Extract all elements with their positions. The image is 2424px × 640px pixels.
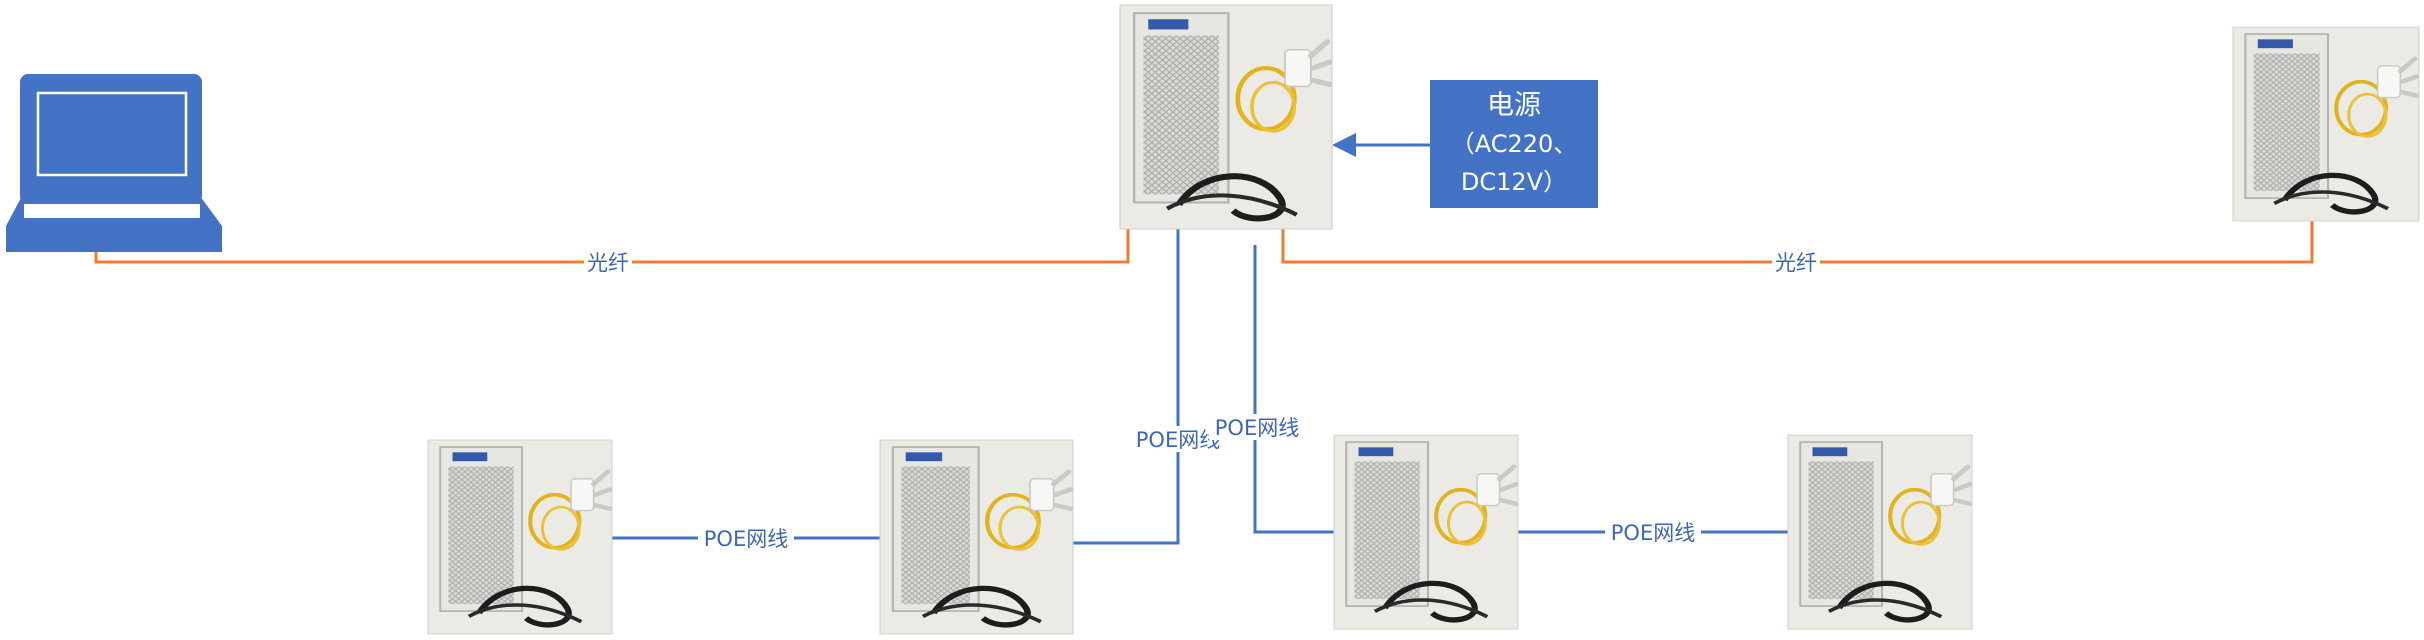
label-poe-center-right-text: POE网线: [1215, 416, 1299, 440]
label-poe-right-bottom: POE网线: [1605, 519, 1701, 545]
device-bottom-2-photo: [880, 440, 1073, 634]
laptop-icon: [6, 74, 222, 252]
device-center-photo: [1120, 5, 1332, 229]
device-bottom-1-photo: [428, 440, 612, 634]
label-poe-center-right: POE网线: [1209, 414, 1305, 440]
device-bottom-4-photo: [1788, 435, 1972, 629]
power-box-line2: （AC220、: [1451, 130, 1578, 158]
label-poe-center-left: POE网线: [1130, 426, 1226, 452]
label-poe-right-bottom-text: POE网线: [1611, 521, 1695, 545]
power-arrow-head: [1332, 133, 1356, 157]
label-poe-left-bottom-text: POE网线: [704, 527, 788, 551]
power-box-line3: DC12V）: [1461, 168, 1567, 196]
device-bottom-3-photo: [1334, 435, 1518, 629]
poe-line-center-right: [1253, 245, 1334, 534]
label-fiber-left: 光纤: [584, 249, 632, 275]
label-fiber-right: 光纤: [1772, 249, 1820, 275]
label-fiber-right-text: 光纤: [1775, 251, 1817, 275]
label-poe-left-bottom: POE网线: [698, 525, 794, 551]
power-supply-box: 电源 （AC220、 DC12V）: [1430, 80, 1598, 208]
power-box-title: 电源: [1487, 90, 1541, 121]
device-right-photo: [2233, 27, 2419, 221]
label-poe-center-left-text: POE网线: [1136, 428, 1220, 452]
poe-line-center-left: [1072, 228, 1180, 545]
label-fiber-left-text: 光纤: [587, 251, 629, 275]
